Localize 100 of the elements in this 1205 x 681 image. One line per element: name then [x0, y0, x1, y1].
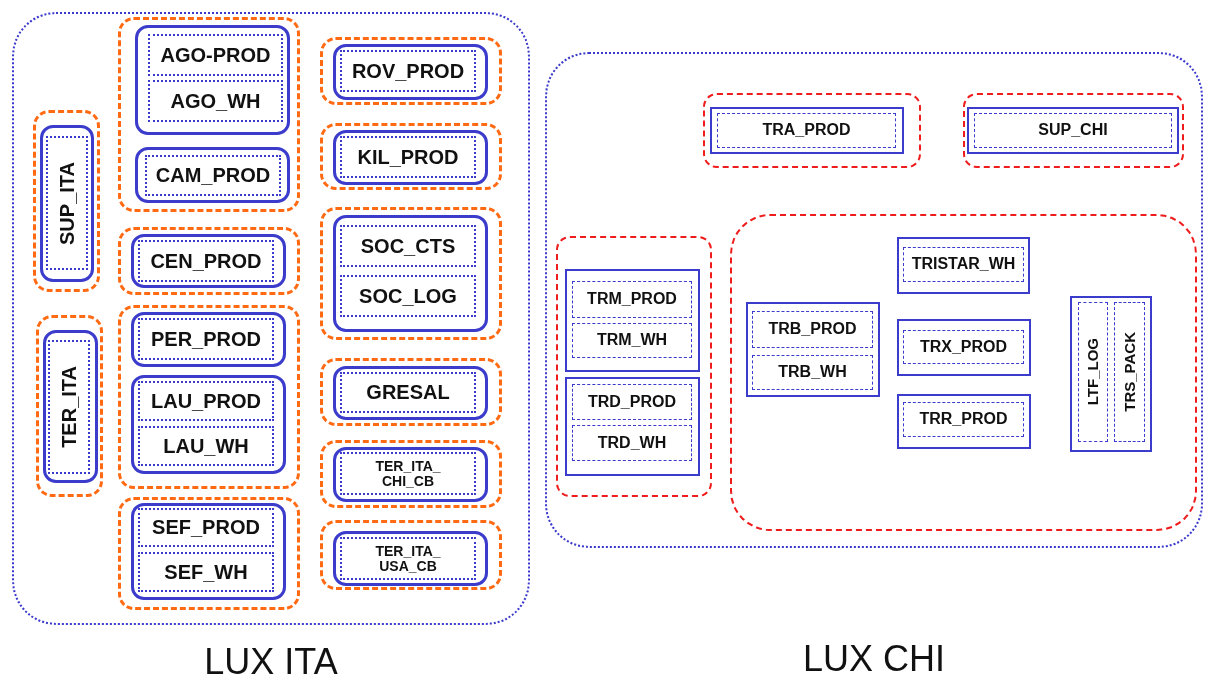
unit-box: [148, 34, 283, 76]
node-label: TER_ITA: [58, 366, 80, 448]
group-outline: [703, 93, 921, 168]
entity-box: [333, 447, 488, 502]
entity-box: [1070, 296, 1152, 452]
unit-box: [1078, 302, 1108, 442]
node-label: AGO_WH: [170, 90, 261, 112]
node-label: TRM_PROD: [587, 291, 677, 308]
node-label: TER_ITA_ USA_CB: [374, 543, 442, 574]
entity-box: [897, 237, 1030, 294]
node-label: CEN_PROD: [150, 250, 262, 272]
node-label: SOC_LOG: [359, 285, 457, 307]
node-label: TRX_PROD: [919, 338, 1008, 356]
unit-box: [48, 340, 90, 474]
entity-box: [333, 215, 488, 332]
node-label: SUP_CHI: [1038, 122, 1108, 139]
unit-box: [138, 240, 274, 282]
entity-box: [333, 366, 488, 420]
node-label: GRESAL: [366, 382, 450, 403]
unit-box: [752, 311, 873, 348]
node-label: TRA_PROD: [762, 122, 851, 139]
unit-box: [145, 155, 281, 196]
group-outline: [556, 236, 712, 497]
entity-box: [333, 44, 488, 100]
group-outline: [320, 123, 502, 190]
unit-box: [138, 508, 274, 547]
node-label: ROV_PROD: [351, 60, 465, 82]
group-outline: [118, 497, 300, 610]
entity-box: [746, 302, 880, 397]
unit-box: [340, 372, 476, 413]
unit-box: [903, 247, 1024, 282]
unit-box: [340, 50, 476, 92]
entity-box: [131, 375, 286, 474]
group-outline: [320, 358, 502, 426]
unit-box: [903, 402, 1024, 437]
node-label: TER_ITA_ CHI_CB: [374, 458, 442, 489]
entity-box: [43, 330, 98, 483]
unit-box: [138, 426, 274, 466]
entity-box: [40, 125, 94, 282]
group-outline: [320, 440, 502, 508]
unit-box: [1114, 302, 1145, 442]
node-label: TRISTAR_WH: [911, 256, 1016, 273]
node-label: TRR_PROD: [919, 411, 1008, 428]
unit-box: [974, 113, 1172, 148]
group-outline: [730, 214, 1197, 531]
unit-box: [138, 318, 274, 360]
unit-box: [572, 323, 692, 358]
node-label: SUP_ITA: [56, 161, 78, 245]
node-label: SEF_WH: [164, 561, 248, 583]
group-outline: [118, 17, 300, 212]
group-outline: [36, 315, 103, 497]
node-label: TRS_PACK: [1121, 332, 1138, 412]
unit-box: [572, 425, 692, 461]
node-label: SEF_PROD: [152, 517, 260, 538]
group-outline: [118, 227, 300, 295]
entity-box: [565, 377, 700, 476]
node-label: AGO-PROD: [160, 44, 271, 66]
group-outline: [320, 520, 502, 590]
unit-box: [340, 136, 476, 178]
node-label: TRD_WH: [597, 434, 667, 452]
node-label: CAM_PROD: [155, 165, 271, 186]
unit-box: [138, 552, 274, 592]
unit-box: [572, 281, 692, 318]
unit-box: [138, 381, 274, 421]
entity-box: [710, 107, 904, 154]
node-label: LTF_LOG: [1085, 338, 1101, 406]
entity-box: [135, 147, 290, 203]
node-label: TRM_WH: [596, 332, 668, 349]
unit-box: [903, 330, 1024, 364]
entity-box: [131, 312, 286, 367]
node-label: TRB_WH: [778, 364, 847, 381]
unit-box: [46, 136, 88, 270]
node-label: KIL_PROD: [357, 146, 459, 168]
unit-box: [717, 113, 896, 148]
unit-box: [572, 384, 692, 420]
group-outline: [963, 93, 1184, 168]
region-label: LUX CHI: [802, 638, 946, 680]
unit-box: [340, 537, 476, 580]
entity-box: [135, 25, 290, 135]
node-label: SOC_CTS: [360, 235, 456, 257]
entity-box: [565, 269, 700, 372]
node-label: TRB_PROD: [768, 321, 857, 338]
unit-box: [340, 225, 476, 267]
group-outline: [320, 37, 502, 105]
entity-box: [897, 319, 1031, 376]
unit-box: [340, 275, 476, 317]
node-label: PER_PROD: [151, 328, 261, 350]
region-label: LUX ITA: [203, 641, 339, 681]
group-outline: [320, 207, 502, 340]
unit-box: [148, 80, 283, 122]
unit-box: [752, 355, 873, 390]
unit-box: [340, 452, 476, 495]
group-outline: [33, 110, 100, 292]
node-label: LAU_WH: [163, 435, 249, 457]
node-label: TRD_PROD: [588, 393, 676, 411]
entity-box: [897, 394, 1031, 449]
group-outline: [118, 305, 300, 489]
entity-box: [333, 531, 488, 586]
node-label: LAU_PROD: [151, 390, 261, 412]
entity-box: [131, 234, 286, 288]
